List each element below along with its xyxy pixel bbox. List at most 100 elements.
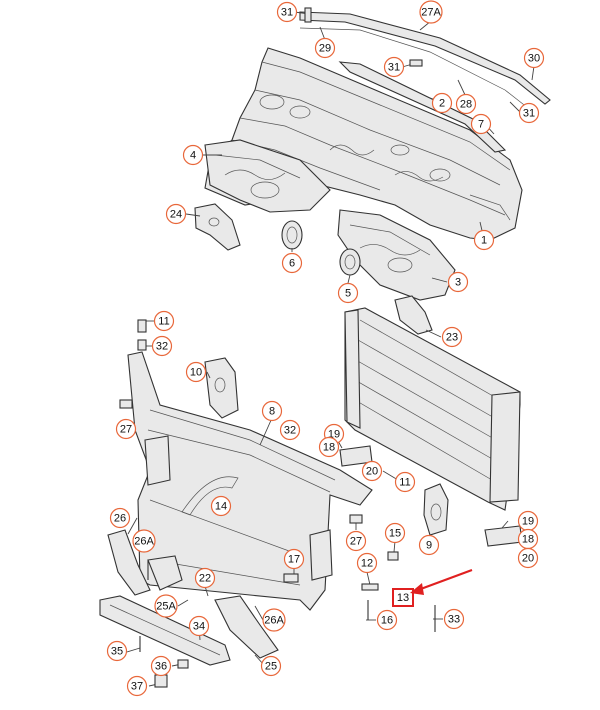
callout-circle <box>455 93 477 115</box>
callout-20: 20 <box>517 547 539 569</box>
callout-label: 10 <box>190 367 202 379</box>
callout-label: 12 <box>361 558 373 570</box>
callout-circle <box>361 460 383 482</box>
callout-circle <box>153 310 175 332</box>
callout-7: 7 <box>470 113 492 135</box>
highlight-arrow <box>410 568 473 595</box>
callout-15: 15 <box>384 522 406 544</box>
callout-2: 2 <box>431 92 453 114</box>
callout-circle <box>518 102 540 124</box>
callout-label: 8 <box>269 406 275 418</box>
callout-label: 32 <box>156 341 168 353</box>
part-13-label: 13 <box>397 592 409 604</box>
callout-label: 19 <box>522 516 534 528</box>
callout-label: 36 <box>155 661 167 673</box>
callout-label: 27 <box>350 536 362 548</box>
callout-35: 35 <box>106 640 128 662</box>
callout-circle <box>281 252 303 274</box>
callout-27: 27 <box>345 530 367 552</box>
callout-label: 33 <box>448 614 460 626</box>
callout-26a: 26A <box>262 608 286 632</box>
callout-circle <box>185 361 207 383</box>
callout-label: 31 <box>281 7 293 19</box>
callout-5: 5 <box>337 282 359 304</box>
callout-label: 17 <box>288 554 300 566</box>
callout-label: 6 <box>289 258 295 270</box>
callout-label: 18 <box>323 442 335 454</box>
callout-label: 32 <box>284 425 296 437</box>
callout-circle <box>165 203 187 225</box>
callout-circle <box>126 675 148 697</box>
callout-28: 28 <box>455 93 477 115</box>
leader-lines <box>119 7 535 688</box>
callout-circle <box>261 400 283 422</box>
callout-circle <box>314 37 336 59</box>
callout-label: 31 <box>388 62 400 74</box>
callout-31: 31 <box>518 102 540 124</box>
callout-label: 16 <box>381 615 393 627</box>
callout-label: 27 <box>120 424 132 436</box>
bulkhead-right-drawing <box>337 209 456 301</box>
callout-label: 23 <box>446 332 458 344</box>
callout-circle <box>431 92 453 114</box>
callout-label: 2 <box>439 98 445 110</box>
callout-27a: 27A <box>419 0 443 24</box>
callout-25a: 25A <box>154 594 178 618</box>
callout-label: 26A <box>264 615 284 627</box>
callout-label: 26 <box>114 513 126 525</box>
callout-label: 15 <box>389 528 401 540</box>
callout-26: 26 <box>109 507 131 529</box>
callout-circle <box>260 655 282 677</box>
callout-circle <box>523 47 545 69</box>
callout-1: 1 <box>473 229 495 251</box>
callout-34: 34 <box>188 615 210 637</box>
callout-label: 29 <box>319 43 331 55</box>
callout-label: 22 <box>199 573 211 585</box>
callout-17: 17 <box>283 548 305 570</box>
callout-circle <box>356 552 378 574</box>
callout-label: 25 <box>265 661 277 673</box>
callout-label: 18 <box>522 534 534 546</box>
callout-label: 7 <box>478 119 484 131</box>
callout-4: 4 <box>182 144 204 166</box>
callout-circle <box>384 522 406 544</box>
bulkhead-left-drawing <box>194 139 331 251</box>
callout-circle <box>383 56 405 78</box>
callout-circle <box>443 608 465 630</box>
callout-circle <box>150 655 172 677</box>
callout-label: 30 <box>528 53 540 65</box>
callout-circle <box>418 534 440 556</box>
callout-label: 11 <box>158 316 169 328</box>
callout-20: 20 <box>361 460 383 482</box>
callout-label: 34 <box>193 621 205 633</box>
callout-circle <box>262 608 286 632</box>
callout-32: 32 <box>279 419 301 441</box>
callout-circle <box>283 548 305 570</box>
callout-label: 3 <box>455 277 461 289</box>
callout-label: 4 <box>190 150 196 162</box>
callout-circle <box>154 594 178 618</box>
callout-circle <box>276 1 298 23</box>
callout-label: 20 <box>366 466 378 478</box>
callout-circle <box>345 530 367 552</box>
callout-circle <box>473 229 495 251</box>
callout-label: 1 <box>481 235 487 247</box>
lock-carrier-drawing <box>127 351 373 611</box>
callout-label: 31 <box>523 108 535 120</box>
radiator-drawing <box>339 295 523 547</box>
callout-label: 28 <box>460 99 472 111</box>
callout-36: 36 <box>150 655 172 677</box>
callout-circle <box>279 419 301 441</box>
callout-label: 11 <box>399 477 410 489</box>
callout-6: 6 <box>281 252 303 274</box>
callout-circle <box>419 0 443 24</box>
callout-31: 31 <box>276 1 298 23</box>
callout-circle <box>470 113 492 135</box>
callout-label: 26A <box>134 536 154 548</box>
callout-14: 14 <box>210 495 232 517</box>
callout-18: 18 <box>517 528 539 550</box>
callout-circle <box>210 495 232 517</box>
callout-circle <box>394 471 416 493</box>
callout-circle <box>132 529 156 553</box>
callout-24: 24 <box>165 203 187 225</box>
